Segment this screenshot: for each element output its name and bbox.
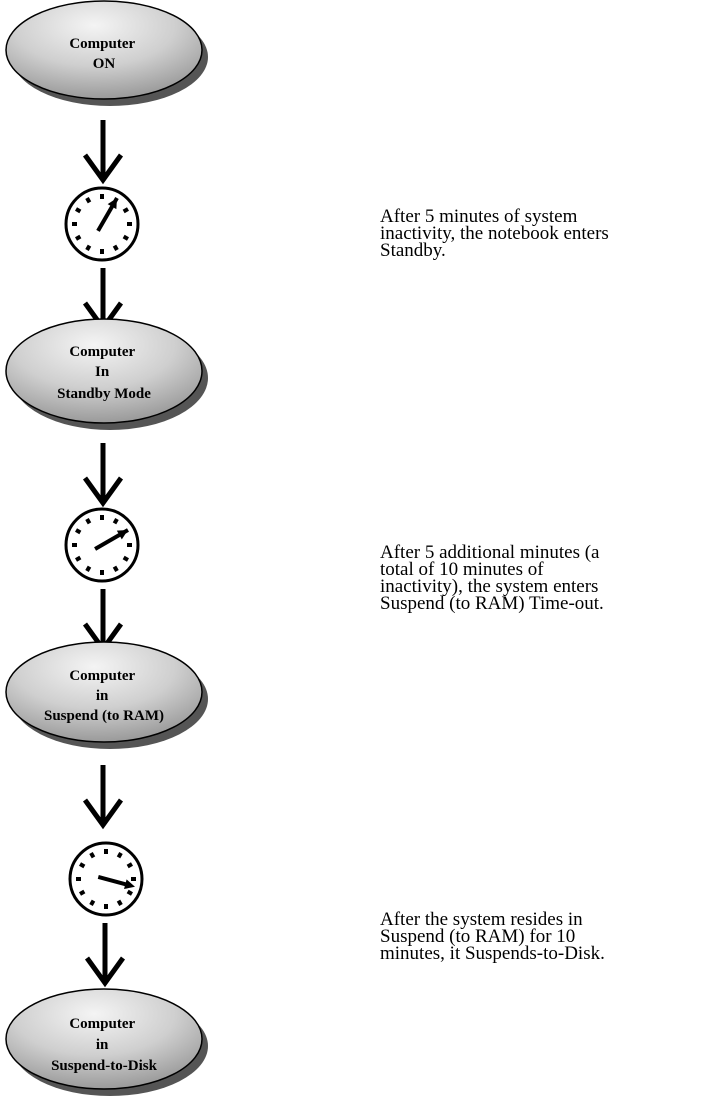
down-arrow-icon	[84, 923, 126, 988]
state-computer-suspend-ram: Computer in Suspend (to RAM)	[5, 641, 208, 749]
transition-description-suspend-ram: After 5 additional minutes (a total of 1…	[380, 542, 604, 614]
state-computer-on: Computer ON	[5, 0, 208, 106]
state-computer-suspend-disk: Computer in Suspend-to-Disk	[5, 988, 208, 1096]
svg-text:Computer in Suspen: Computer in Suspend-to-Disk	[51, 1016, 158, 1074]
description-line: Standby.	[380, 240, 446, 261]
transition-description-standby: After 5 minutes of system inactivity, th…	[380, 206, 609, 261]
description-line: Suspend (to RAM) for 10	[380, 926, 576, 947]
description-line: inactivity), the system enters	[380, 576, 599, 597]
svg-text:Computer in Suspen: Computer in Suspend (to RAM)	[44, 668, 164, 724]
description-line: Suspend (to RAM) Time-out.	[380, 593, 604, 614]
state-label-line: Suspend (to RAM)	[44, 708, 164, 724]
description-line: total of 10 minutes of	[380, 559, 544, 580]
description-line: After the system resides in	[380, 909, 583, 930]
state-label-line: in	[96, 688, 109, 704]
down-arrow-icon	[82, 589, 124, 654]
state-label-line: Computer	[69, 1016, 135, 1032]
description-line: After 5 additional minutes (a	[380, 542, 600, 563]
down-arrow-icon	[82, 443, 124, 508]
down-arrow-icon	[82, 120, 124, 185]
state-computer-standby: Computer In Standby Mode	[5, 318, 208, 430]
state-label-line: Computer	[69, 344, 135, 360]
description-line: minutes, it Suspends-to-Disk.	[380, 943, 605, 964]
state-label-line: Standby Mode	[57, 386, 151, 402]
state-label-line: in	[96, 1037, 109, 1053]
state-label-line: In	[95, 364, 110, 380]
description-line: After 5 minutes of system	[380, 206, 578, 227]
state-label-line: Suspend-to-Disk	[51, 1058, 158, 1074]
state-label-line: Computer	[69, 36, 135, 52]
down-arrow-icon	[82, 765, 124, 830]
state-label-line: Computer	[69, 668, 135, 684]
svg-text:Computer ON: Computer ON	[69, 36, 138, 72]
description-line: inactivity, the notebook enters	[380, 223, 609, 244]
clock-icon	[64, 507, 140, 583]
transition-description-suspend-disk: After the system resides in Suspend (to …	[380, 909, 605, 964]
svg-text:Computer In Standb: Computer In Standby Mode	[57, 344, 151, 402]
state-label-line: ON	[93, 56, 116, 72]
clock-icon	[68, 841, 144, 917]
clock-icon	[64, 186, 140, 262]
